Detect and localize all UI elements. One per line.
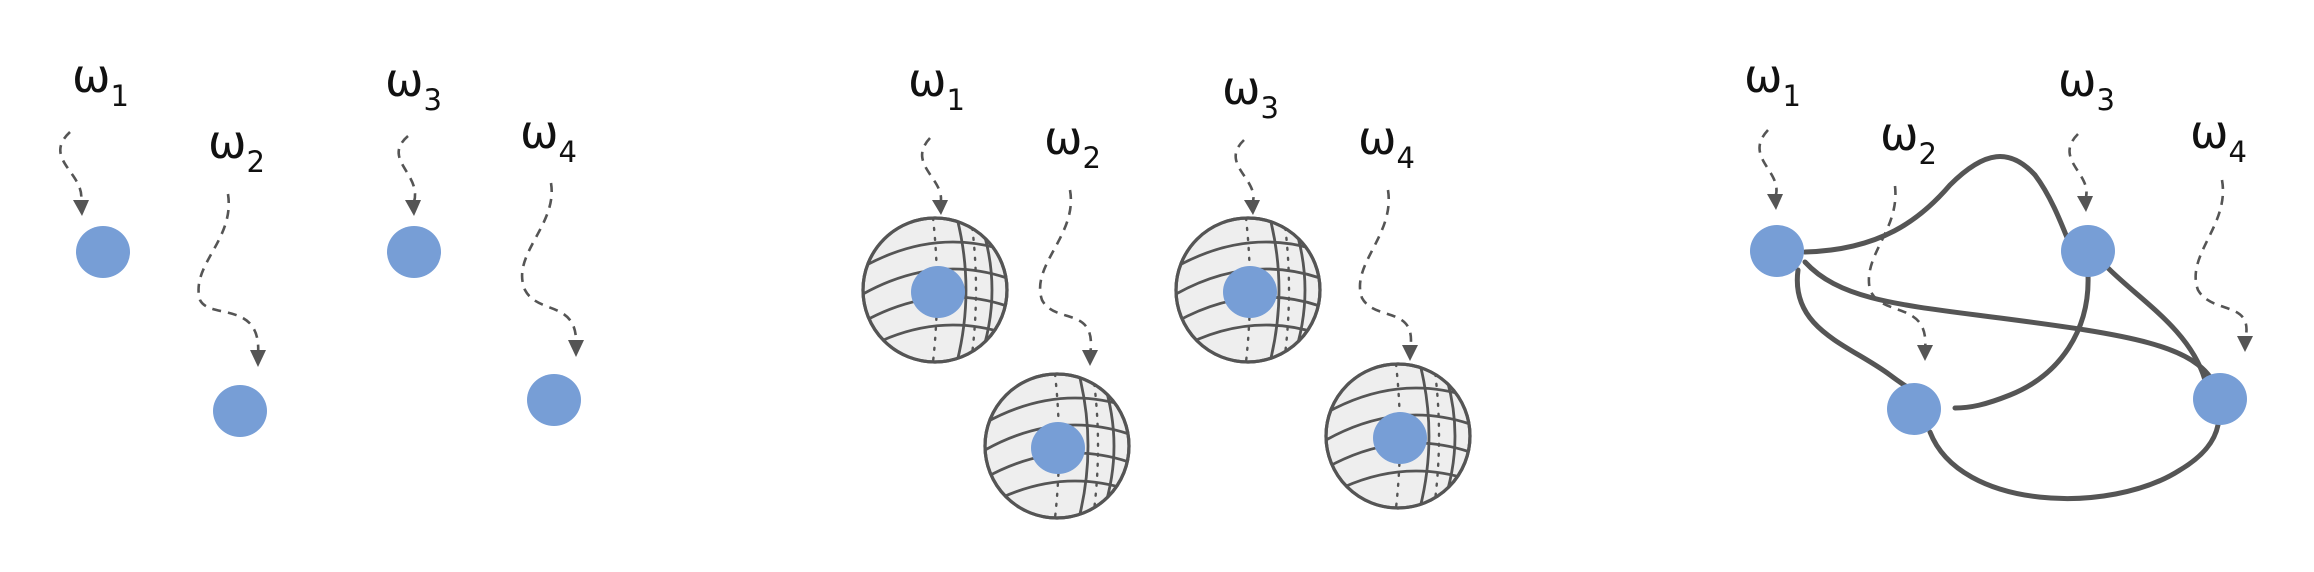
label-omega-4: ω4: [2190, 105, 2247, 169]
node-omega-1: [76, 226, 130, 278]
label-omega-1: ω1: [1744, 49, 1801, 113]
sphere-omega-4: [1324, 362, 1472, 510]
dashed-arrow-1: [921, 137, 948, 215]
node-omega-2: [1031, 422, 1085, 474]
label-omega-2: ω2: [1044, 111, 1101, 175]
dashed-arrow-2: [1867, 185, 1933, 361]
node-omega-2: [213, 385, 267, 437]
label-omega-1: ω1: [908, 53, 965, 117]
node-omega-1: [911, 266, 965, 318]
node-omega-4: [527, 374, 581, 426]
sphere-omega-3: [1174, 216, 1322, 364]
label-omega-2: ω2: [208, 115, 265, 179]
dashed-arrow-4: [1358, 189, 1418, 361]
node-omega-1: [1750, 225, 1804, 277]
label-omega-4: ω4: [520, 105, 577, 169]
edge-omega2-omega4: [1927, 422, 2221, 501]
edge-omega3-omega2: [1952, 272, 2091, 411]
edge-omega1-omega3: [1802, 154, 2071, 255]
node-omega-4: [2193, 373, 2247, 425]
label-omega-3: ω3: [1222, 61, 1279, 125]
node-omega-3: [1223, 266, 1277, 318]
label-omega-3: ω3: [385, 53, 442, 117]
node-omega-2: [1887, 383, 1941, 435]
dashed-arrow-1: [59, 131, 89, 216]
sphere-omega-2: [983, 372, 1131, 520]
dashed-arrow-4: [520, 182, 584, 357]
node-omega-4: [1373, 412, 1427, 464]
sphere-group: [861, 216, 1472, 520]
edge-omega1-omega4-lower: [1794, 267, 1938, 403]
dashed-arrow-1: [1758, 129, 1783, 210]
label-omega-3: ω3: [2058, 53, 2115, 117]
dashed-arrow-2: [197, 193, 266, 367]
node-omega-3: [387, 226, 441, 278]
node-omega-3: [2061, 225, 2115, 277]
panel-connected: ω1 ω2 ω3 ω4: [1744, 49, 2253, 501]
dashed-arrow-3: [2068, 133, 2093, 212]
label-omega-4: ω4: [1358, 111, 1415, 175]
dashed-arrow-4: [2194, 179, 2253, 352]
label-omega-2: ω2: [1880, 107, 1937, 171]
edge-omega3-omega4: [2105, 265, 2208, 383]
dashed-arrow-3: [1234, 139, 1260, 215]
dashed-arrow-2: [1038, 189, 1098, 366]
sphere-omega-1: [861, 216, 1009, 364]
dashed-arrow-3: [397, 135, 421, 216]
panel-independent: ω1 ω2 ω3 ω4: [59, 49, 584, 437]
label-omega-1: ω1: [72, 49, 129, 113]
edge-omega1-omega4-upper: [1802, 259, 2218, 388]
panel-spheres: ω1 ω2 ω3 ω4: [861, 53, 1472, 520]
